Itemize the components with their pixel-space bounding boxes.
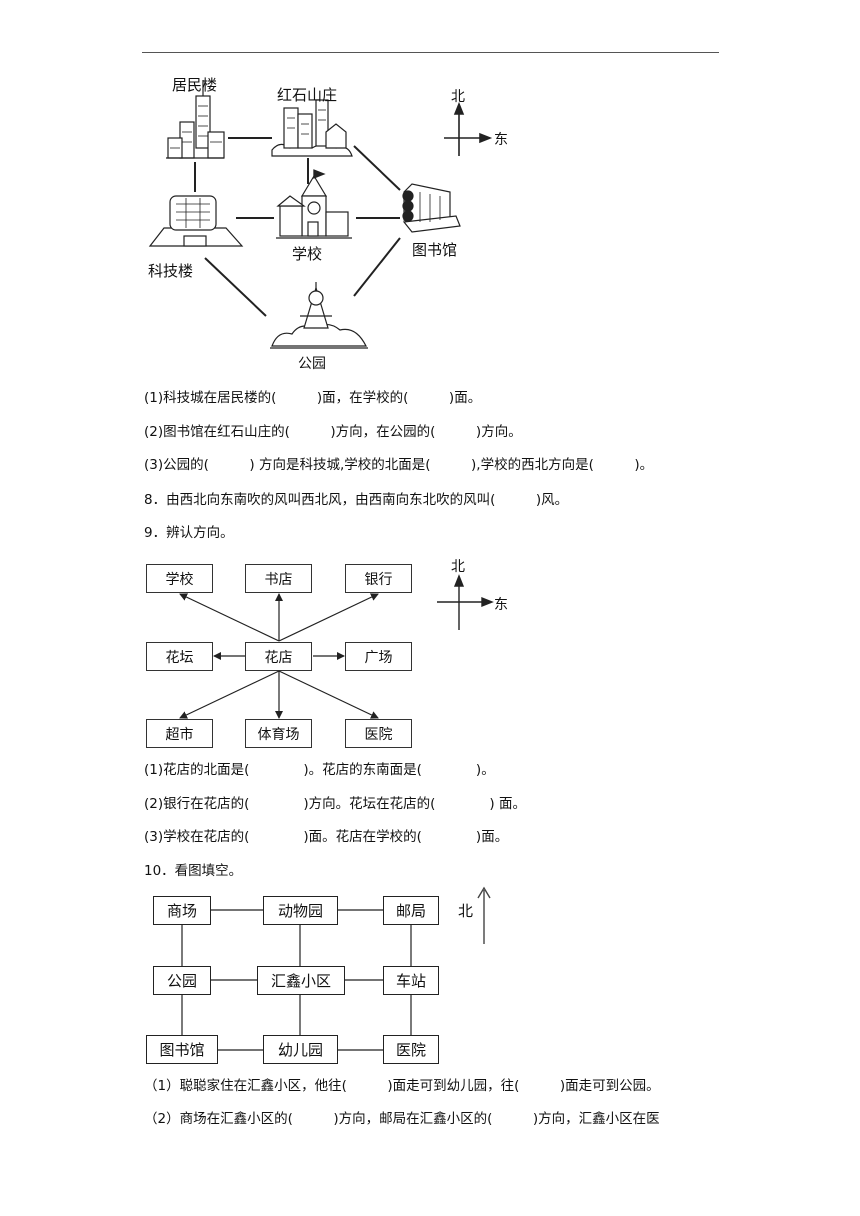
box-school: 学校: [146, 564, 213, 593]
q9-question-2: (2)银行在花店的( )方向。花坛在花店的( ) 面。: [144, 796, 526, 812]
park-icon: [270, 282, 368, 349]
q10-title: 10．看图填空。: [144, 863, 243, 879]
q9-compass-east: 东: [494, 597, 508, 613]
q9-title: 9．辨认方向。: [144, 525, 234, 541]
box-zoo: 动物园: [263, 896, 338, 925]
box-flowerbed: 花坛: [146, 642, 213, 671]
q9-compass-north: 北: [451, 559, 465, 575]
box-kindergarten: 幼儿园: [263, 1035, 338, 1064]
q7-line-1: (1)科技城在居民楼的( )面，在学校的( )面。: [144, 390, 482, 406]
box-hospital: 医院: [345, 719, 412, 748]
box-bank: 银行: [345, 564, 412, 593]
box-flowershop: 花店: [245, 642, 312, 671]
box-mall: 商场: [153, 896, 211, 925]
school-icon: [276, 169, 352, 239]
label-hongshi: 红石山庄: [277, 86, 338, 104]
villa-icon: [271, 99, 353, 157]
label-school: 学校: [292, 245, 323, 263]
q7-line-3: (3)公园的( ) 方向是科技城,学校的北面是( ),学校的西北方向是( )。: [144, 457, 654, 473]
q9-question-1: (1)花店的北面是( )。花店的东南面是( )。: [144, 762, 495, 778]
label-residential: 居民楼: [172, 76, 218, 94]
label-park: 公园: [298, 356, 326, 372]
box-hospital2: 医院: [383, 1035, 439, 1064]
box-bookstore: 书店: [245, 564, 312, 593]
compass-north: 北: [451, 89, 465, 105]
box-huixin: 汇鑫小区: [257, 966, 345, 995]
q10-question-2: （2）商场在汇鑫小区的( )方向，邮局在汇鑫小区的( )方向，汇鑫小区在医: [144, 1111, 660, 1127]
box-post: 邮局: [383, 896, 439, 925]
compass-arrows: [444, 101, 493, 156]
label-tech: 科技楼: [148, 262, 194, 280]
north-arrow: [477, 886, 491, 944]
box-park: 公园: [153, 966, 211, 995]
box-square: 广场: [345, 642, 412, 671]
q9-question-3: (3)学校在花店的( )面。花店在学校的( )面。: [144, 829, 509, 845]
q8-text: 8．由西北向东南吹的风叫西北风，由西南向东北吹的风叫( )风。: [144, 492, 569, 508]
box-supermarket: 超市: [146, 719, 213, 748]
header-rule: [142, 52, 719, 53]
box-stadium: 体育场: [245, 719, 312, 748]
tech-building-icon: [148, 195, 244, 247]
box-station: 车站: [383, 966, 439, 995]
q10-north-label: 北: [458, 902, 474, 920]
residential-building-icon: [166, 80, 225, 159]
compass-east: 东: [494, 132, 508, 148]
box-library: 图书馆: [146, 1035, 218, 1064]
library-icon: [402, 183, 461, 233]
q10-question-1: （1）聪聪家住在汇鑫小区，他往( )面走可到幼儿园，往( )面走可到公园。: [144, 1078, 660, 1094]
q7-line-2: (2)图书馆在红石山庄的( )方向，在公园的( )方向。: [144, 424, 522, 440]
label-library: 图书馆: [412, 241, 458, 259]
